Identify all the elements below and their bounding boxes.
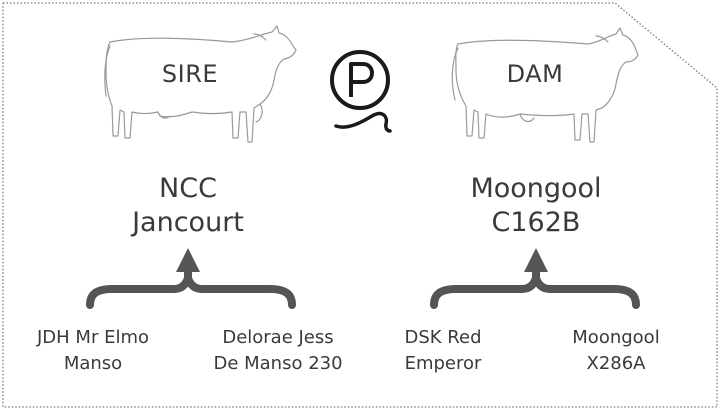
sire-role-label: SIRE (161, 60, 219, 88)
sire-parent-2-line2: De Manso 230 (213, 353, 343, 374)
arrow-up-icon (524, 248, 548, 272)
dam-parent-2: Moongool X286A (556, 325, 676, 377)
dam-name-line2: C162B (491, 207, 581, 238)
dam-name-line1: Moongool (470, 173, 602, 204)
sire-parent-1: JDH Mr Elmo Manso (18, 325, 168, 377)
arrow-up-icon (176, 248, 200, 272)
sire-parent-2: Delorae Jess De Manso 230 (198, 325, 358, 377)
dam-role-label: DAM (506, 60, 564, 88)
dam-parent-1-line2: Emperor (404, 353, 482, 374)
dam-parent-1-line1: DSK Red (404, 327, 482, 348)
dam-name: Moongool C162B (446, 172, 626, 240)
sire-parent-1-line1: JDH Mr Elmo (37, 327, 149, 348)
dam-parent-2-line2: X286A (586, 353, 646, 374)
sire-parent-2-line1: Delorae Jess (222, 327, 334, 348)
sire-parent-1-line2: Manso (63, 353, 123, 374)
sire-name-line2: Jancourt (132, 207, 244, 238)
sire-name-line1: NCC (159, 173, 217, 204)
dam-parent-2-line1: Moongool (572, 327, 660, 348)
dam-parent-1: DSK Red Emperor (388, 325, 498, 377)
sire-name: NCC Jancourt (98, 172, 278, 240)
